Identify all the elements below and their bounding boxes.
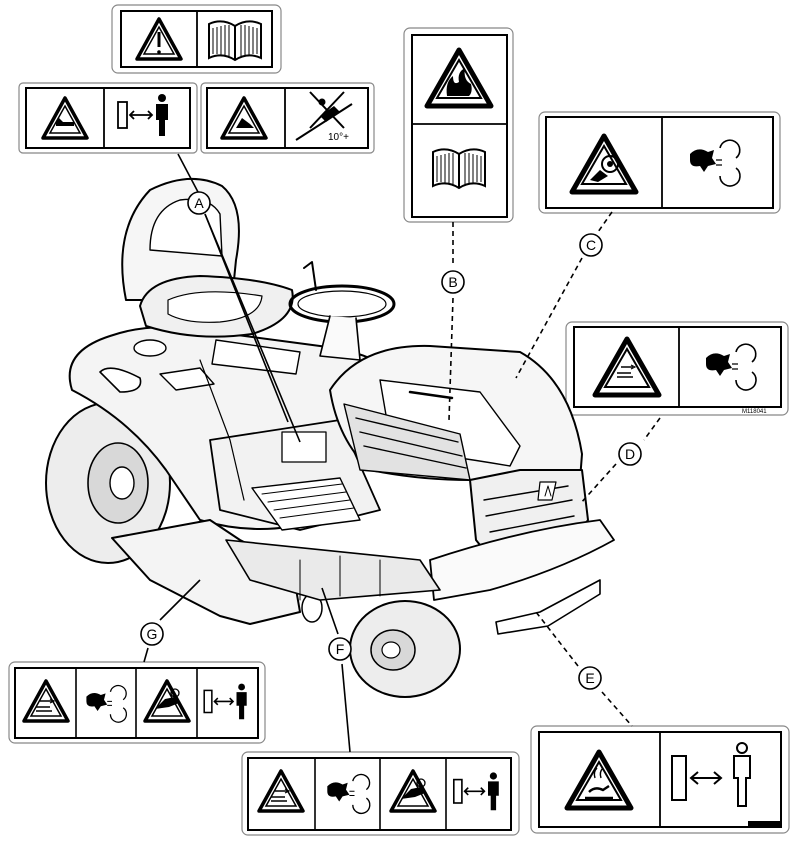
rear-tire: [45, 402, 171, 564]
slope-hazard-icon: [220, 96, 268, 140]
decal-c-entanglement: [538, 111, 781, 214]
callout-c-letter: C: [586, 237, 596, 253]
leader-b-bottom: [448, 297, 454, 421]
decal-g-discharge-chute: [8, 661, 266, 744]
callout-b-letter: B: [448, 274, 457, 290]
leader-lines: [143, 153, 661, 753]
leader-d-bottom: [579, 463, 617, 505]
warning-triangle-icon: [135, 17, 183, 61]
callout-e: E: [578, 666, 602, 690]
callout-a-letter: A: [194, 195, 204, 211]
callout-e-letter: E: [585, 670, 594, 686]
decal-d-thrown-object: M118041: [565, 321, 789, 416]
lawn-tractor-illustration: [45, 177, 615, 698]
decal-a-seat-warnings: 10°+: [18, 82, 375, 154]
decal-general-warning: [111, 4, 282, 74]
leader-g-bottom: [143, 647, 149, 663]
callout-b: B: [441, 270, 465, 294]
leader-e-top: [535, 611, 579, 667]
callout-g: G: [140, 622, 164, 646]
leader-d-top: [643, 417, 661, 441]
entanglement-hazard-icon: [572, 136, 636, 192]
slope-rollover-icon: 10°+: [295, 91, 353, 143]
decal-d-part-code: M118041: [742, 409, 767, 415]
fire-hazard-icon: [427, 50, 491, 106]
callout-c: C: [579, 233, 603, 257]
leader-a-to-floor: [204, 213, 301, 443]
decal-f-mower-deck: [241, 751, 520, 836]
decal-b-fire-warning: [403, 27, 514, 223]
leader-e-bottom: [601, 691, 633, 727]
callout-d: D: [618, 442, 642, 466]
leader-f-bottom: [341, 663, 351, 753]
callout-d-letter: D: [625, 446, 635, 462]
callout-g-letter: G: [147, 626, 158, 642]
leader-c-bottom: [515, 257, 583, 379]
keep-away-distance-icon: [671, 742, 751, 807]
front-tire: [349, 600, 461, 698]
leader-g-top: [159, 579, 201, 621]
hot-surface-icon: [567, 752, 631, 808]
callout-a: A: [187, 191, 211, 215]
leader-c-top: [597, 211, 613, 233]
hand-crush-icon: [41, 96, 89, 140]
leader-a-to-decal: [177, 153, 199, 193]
decal-e-hot-surface: [530, 725, 790, 834]
slope-degree-label: 10°+: [328, 132, 349, 143]
callout-f-letter: F: [336, 641, 345, 657]
callout-f: F: [328, 637, 352, 661]
leader-f-top: [321, 587, 339, 635]
